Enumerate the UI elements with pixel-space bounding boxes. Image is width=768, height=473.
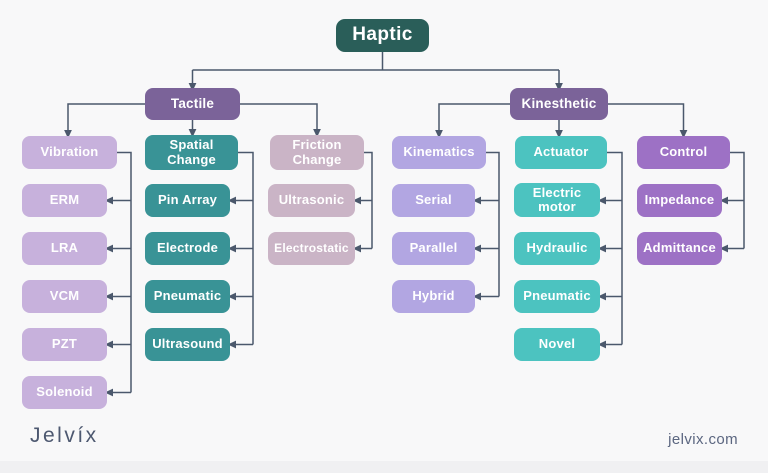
node-vcm: VCM xyxy=(22,280,107,313)
node-vibration: Vibration xyxy=(22,136,117,169)
edge-actuator-children xyxy=(597,151,623,349)
node-haptic: Haptic xyxy=(336,19,429,52)
edge-spatial-children xyxy=(227,151,254,349)
node-friction-change: Friction Change xyxy=(270,135,364,170)
edge-vibration-children xyxy=(104,151,132,397)
node-pzt: PZT xyxy=(22,328,107,361)
edge-kinematics-children xyxy=(472,151,500,301)
node-actuator: Actuator xyxy=(515,136,607,169)
node-impedance: Impedance xyxy=(637,184,722,217)
node-ultrasonic: Ultrasonic xyxy=(268,184,355,217)
node-spatial-change: Spatial Change xyxy=(145,135,238,170)
node-hydraulic: Hydraulic xyxy=(514,232,600,265)
footer-band xyxy=(0,461,768,473)
node-kinematics: Kinematics xyxy=(392,136,486,169)
jelvix-website-link[interactable]: jelvix.com xyxy=(668,431,738,448)
node-hybrid: Hybrid xyxy=(392,280,475,313)
node-electric-motor: Electric motor xyxy=(514,183,600,217)
node-lra: LRA xyxy=(22,232,107,265)
node-tactile: Tactile xyxy=(145,88,240,120)
node-pin-array: Pin Array xyxy=(145,184,230,217)
edge-root-to-branches xyxy=(188,51,563,92)
node-electrode: Electrode xyxy=(145,232,230,265)
edge-control-children xyxy=(719,151,745,253)
node-electrostatic: Electrostatic xyxy=(268,232,355,265)
node-kinesthetic: Kinesthetic xyxy=(510,88,608,120)
node-solenoid: Solenoid xyxy=(22,376,107,409)
jelvix-logo: Jelvíx xyxy=(30,424,99,447)
node-parallel: Parallel xyxy=(392,232,475,265)
node-erm: ERM xyxy=(22,184,107,217)
node-admittance: Admittance xyxy=(637,232,722,265)
node-pneumatic-kinesthetic: Pneumatic xyxy=(514,280,600,313)
node-control: Control xyxy=(637,136,730,169)
node-novel: Novel xyxy=(514,328,600,361)
node-ultrasound: Ultrasound xyxy=(145,328,230,361)
node-serial: Serial xyxy=(392,184,475,217)
node-pneumatic-tactile: Pneumatic xyxy=(145,280,230,313)
